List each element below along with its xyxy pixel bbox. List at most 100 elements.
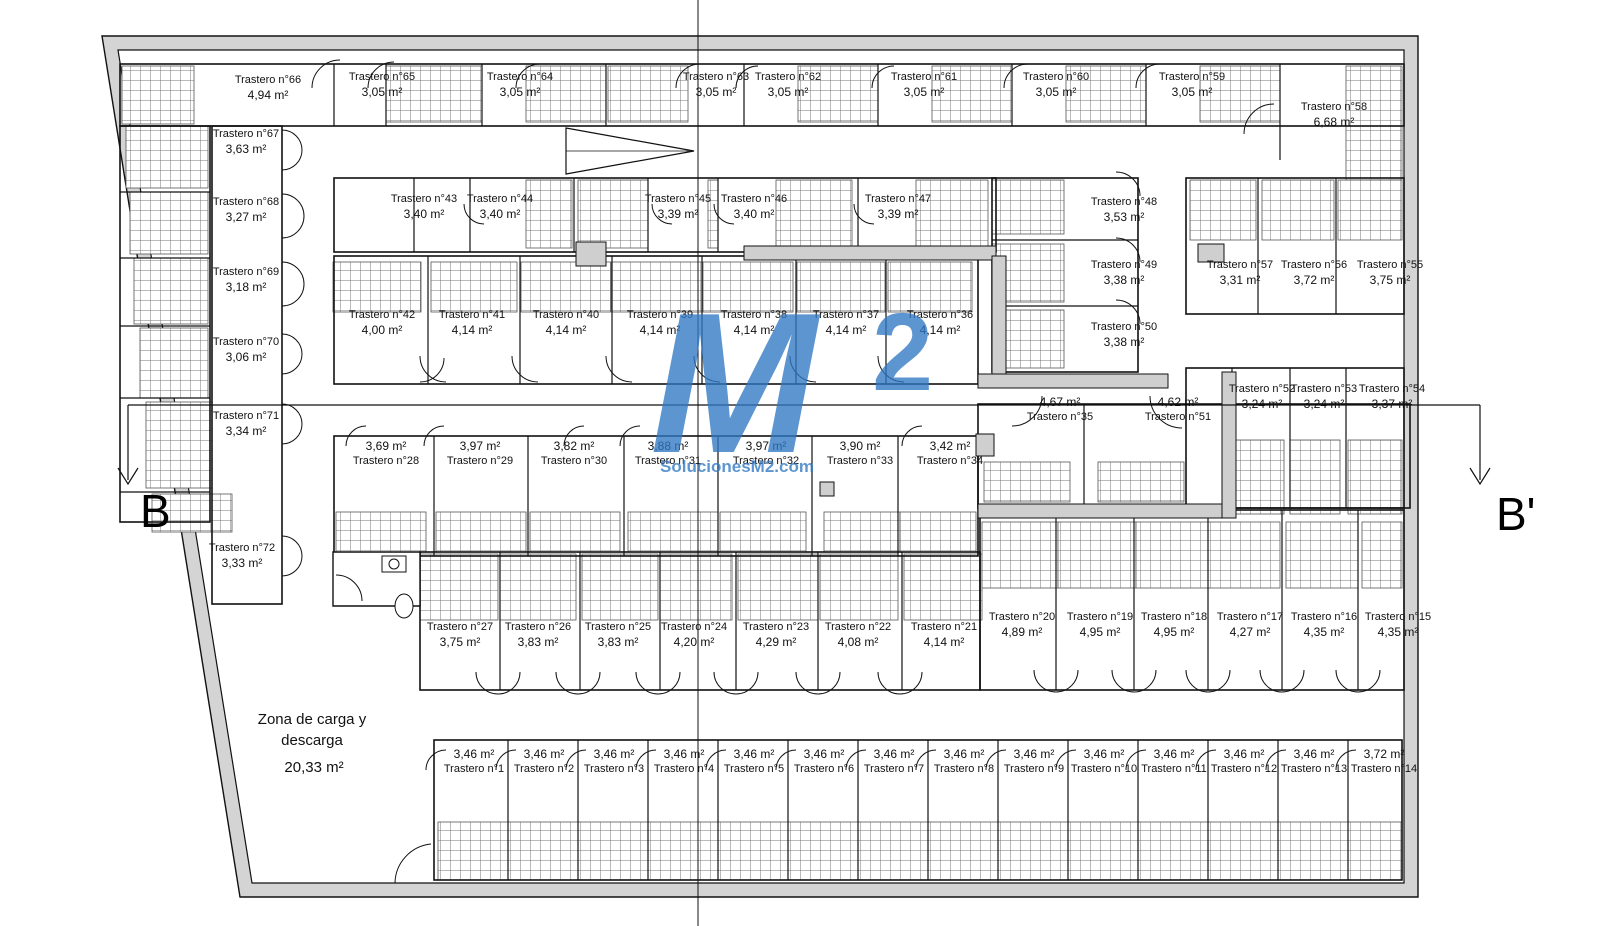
room-name: Trastero n°71 xyxy=(213,410,279,422)
tile-zone xyxy=(1135,521,1209,589)
door-swing xyxy=(565,749,587,771)
room-name: Trastero n°48 xyxy=(1091,196,1157,208)
room-area: 3,38 m² xyxy=(1104,335,1145,349)
room-label: Trastero n°72 3,33 m² xyxy=(209,542,275,570)
room-area: 3,46 m² xyxy=(804,747,845,761)
door-swing xyxy=(515,63,541,89)
room-label: Trastero n°25 3,83 m² xyxy=(585,621,651,649)
room-label: Trastero n°623,05 m² xyxy=(755,71,821,99)
room-name: Trastero n°56 xyxy=(1281,259,1347,271)
room-name: Trastero n°31 xyxy=(635,455,701,467)
section-label-right: B' xyxy=(1496,488,1535,540)
room-name: Trastero n°25 xyxy=(585,621,651,633)
door-swing xyxy=(425,749,447,771)
room-area: 3,05 m² xyxy=(362,85,403,99)
door-swing xyxy=(1115,171,1141,197)
room-area: 3,63 m² xyxy=(226,142,267,156)
tile-zone xyxy=(927,821,999,881)
room-name: Trastero n°62 xyxy=(755,71,821,83)
room-label: Trastero n°234,29 m² xyxy=(743,621,809,649)
room-label: Trastero n°244,20 m² xyxy=(661,621,727,649)
tile-zone xyxy=(627,511,719,553)
room-name: Trastero n°6 xyxy=(794,763,854,775)
room-label: Trastero n°453,39 m² xyxy=(645,193,711,221)
door-swing xyxy=(651,203,673,225)
loading-zone: Zona de carga y descarga 20,33 m² xyxy=(258,711,432,884)
room-name: Trastero n°27 xyxy=(427,621,493,633)
door-swing xyxy=(1055,749,1077,771)
door-swing xyxy=(423,425,445,447)
room-name: Trastero n°24 xyxy=(661,621,727,633)
room-name: Trastero n°65 xyxy=(349,71,415,83)
door-swing xyxy=(1115,237,1141,263)
room-name: Trastero n°1 xyxy=(444,763,504,775)
room-area: 3,05 m² xyxy=(696,85,737,99)
tile-zone xyxy=(737,553,819,621)
door-swing xyxy=(1033,669,1079,693)
room-name: Trastero n°59 xyxy=(1159,71,1225,83)
room-name: Trastero n°47 xyxy=(865,193,931,205)
tile-zone xyxy=(997,821,1069,881)
room-name: Trastero n°3 xyxy=(584,763,644,775)
room-name: Trastero n°33 xyxy=(827,455,893,467)
wall-block xyxy=(819,481,835,497)
room-area: 3,46 m² xyxy=(454,747,495,761)
door-swing xyxy=(789,355,817,383)
tile-zone xyxy=(983,461,1071,503)
tile-zone xyxy=(1289,439,1341,515)
tile-zone xyxy=(1199,65,1281,123)
room-area: 3,39 m² xyxy=(878,207,919,221)
tile-zone xyxy=(1065,65,1147,123)
room-area: 3,83 m² xyxy=(598,635,639,649)
door-swing xyxy=(419,355,447,383)
room-name: Trastero n°53 xyxy=(1291,383,1357,395)
wc-room xyxy=(332,551,421,619)
room-area: 4,14 m² xyxy=(826,323,867,337)
tile-zone xyxy=(525,65,607,123)
tile-zone xyxy=(430,261,518,313)
room-name: Trastero n°34 xyxy=(917,455,983,467)
room-name: Trastero n°15 xyxy=(1365,611,1431,623)
door-swing xyxy=(713,203,735,225)
room-label: Trastero n°683,27 m² xyxy=(213,196,279,224)
tile-zone xyxy=(819,553,899,621)
room-name: Trastero n°58 xyxy=(1301,101,1367,113)
zone-area: 20,33 m² xyxy=(284,759,343,776)
room-name: Trastero n°57 xyxy=(1207,259,1273,271)
wall-block xyxy=(1221,371,1237,519)
room-area: 3,33 m² xyxy=(222,556,263,570)
room-area: 3,05 m² xyxy=(1036,85,1077,99)
room-label: Trastero n°53 3,24 m² xyxy=(1291,383,1357,411)
room-name: Trastero n°43 xyxy=(391,193,457,205)
room-label: Trastero n°414,14 m² xyxy=(439,309,505,337)
room-area: 3,27 m² xyxy=(226,210,267,224)
room-name: Trastero n°72 xyxy=(209,542,275,554)
room-label: Trastero n°404,14 m² xyxy=(533,309,599,337)
room-name: Trastero n°21 xyxy=(911,621,977,633)
room-area: 3,72 m² xyxy=(1364,747,1405,761)
tile-zone xyxy=(1067,821,1139,881)
door-swing xyxy=(1265,749,1287,771)
room-area: 4,08 m² xyxy=(838,635,879,649)
room-label: Trastero n°573,31 m² xyxy=(1207,259,1273,287)
door-swing xyxy=(367,61,395,89)
room-label: Trastero n°263,83 m² xyxy=(505,621,571,649)
room-area: 4,62 m² xyxy=(1158,395,1199,409)
door-swing xyxy=(1243,103,1275,135)
room-name: Trastero n°20 xyxy=(989,611,1055,623)
room-area: 3,18 m² xyxy=(226,280,267,294)
room-area: 3,24 m² xyxy=(1304,397,1345,411)
tile-zone xyxy=(1137,821,1209,881)
wall-block xyxy=(743,245,997,261)
room-name: Trastero n°60 xyxy=(1023,71,1089,83)
tile-zone xyxy=(1285,521,1359,589)
